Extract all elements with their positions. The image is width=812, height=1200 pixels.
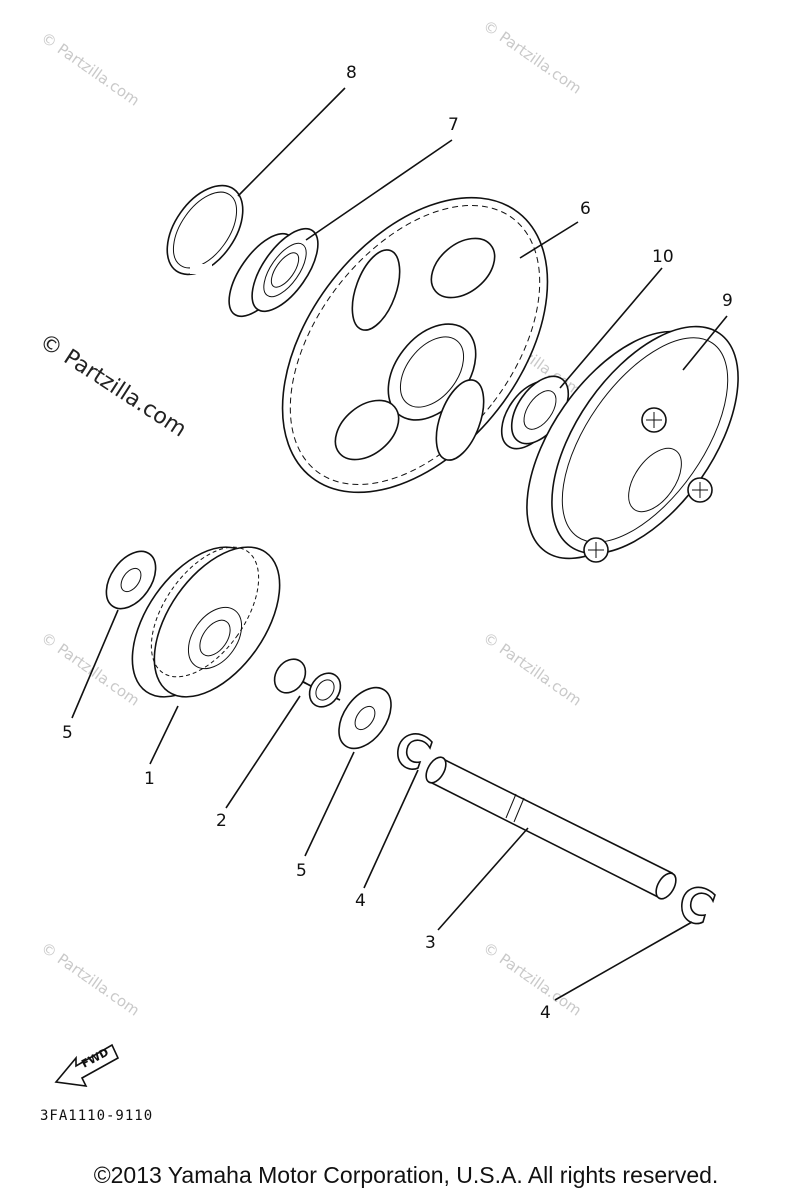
part-5-washer-upper (105, 550, 157, 610)
callout-9: 9 (722, 291, 733, 311)
leader-4-upper (363, 769, 419, 889)
leader-5-upper (71, 609, 119, 719)
watermark-top-right: © Partzilla.com (480, 17, 585, 98)
callouts: 8 7 6 10 9 5 1 2 5 4 3 4 (62, 63, 733, 1023)
part-3-shaft (425, 756, 677, 900)
callout-5-lower: 5 (296, 861, 307, 881)
leader-2 (225, 695, 301, 809)
part-4-circlip-upper (397, 733, 433, 770)
part-7-bearing (228, 227, 319, 318)
part-9-starter-clutch (526, 325, 739, 563)
part-6-starter-gear (281, 196, 549, 494)
leader-6 (519, 221, 579, 259)
leader-8 (237, 87, 346, 197)
callout-5-upper: 5 (62, 723, 73, 743)
callout-2: 2 (216, 811, 227, 831)
callout-3: 3 (425, 933, 436, 953)
leader-3 (437, 827, 529, 931)
watermark-bottom-right: © Partzilla.com (480, 939, 585, 1020)
leader-lines (71, 87, 728, 1001)
callout-7: 7 (448, 115, 459, 135)
leader-7 (305, 139, 453, 241)
leader-10 (559, 267, 663, 389)
callout-8: 8 (346, 63, 357, 83)
leader-5-lower (304, 751, 355, 857)
callout-10: 10 (652, 247, 674, 267)
part-8-circlip (166, 184, 244, 276)
watermark-top-left: © Partzilla.com (38, 29, 143, 110)
watermark-prominent: © Partzilla.com (35, 329, 191, 442)
diagram-code: 3FA1110-9110 (40, 1108, 153, 1124)
leader-1 (149, 705, 179, 765)
part-2-needle-bearing (273, 658, 342, 708)
callout-1: 1 (144, 769, 155, 789)
leader-9 (682, 315, 728, 371)
part-4-circlip-lower (681, 886, 716, 925)
leader-4-lower (554, 921, 693, 1001)
watermark-mid-left: © Partzilla.com (38, 629, 143, 710)
fwd-arrow-icon: FWD (54, 1043, 120, 1087)
part-5-washer-lower (338, 686, 392, 750)
callout-4-upper: 4 (355, 891, 366, 911)
copyright-notice: ©2013 Yamaha Motor Corporation, U.S.A. A… (93, 1162, 719, 1188)
watermark-bottom-left: © Partzilla.com (38, 939, 143, 1020)
watermark-group: © Partzilla.com © Partzilla.com © Partzi… (35, 17, 585, 1020)
watermark-mid-right: © Partzilla.com (480, 629, 585, 710)
callout-4-lower: 4 (540, 1003, 551, 1023)
callout-6: 6 (580, 199, 591, 219)
part-1-idler-gear (131, 546, 281, 698)
